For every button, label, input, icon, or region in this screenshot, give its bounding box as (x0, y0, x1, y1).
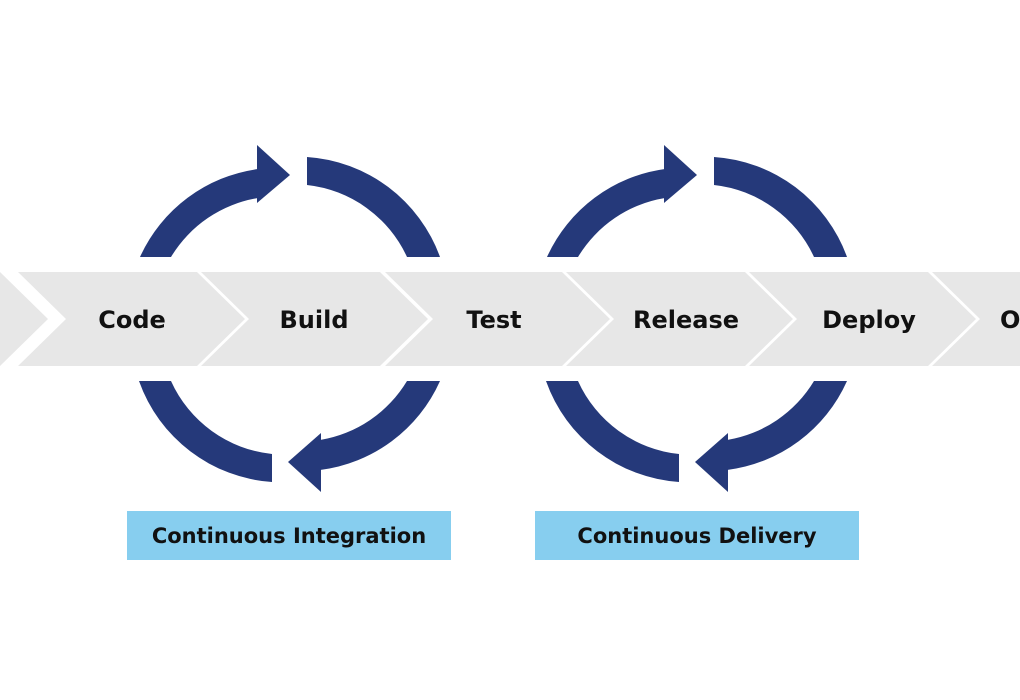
stage-chevron-2 (201, 272, 428, 366)
circular-arrows-icon (546, 145, 847, 492)
stage-chevron-1 (18, 272, 245, 366)
phase-box-background (127, 511, 451, 560)
stage-chevron-3 (385, 272, 610, 366)
circular-arrows-icon (139, 145, 440, 492)
cycle-arrowhead-bottom (288, 433, 321, 492)
stage-chevron-6 (932, 272, 1020, 366)
cycle-arc-bottom-left (139, 381, 272, 482)
stage-chevron-0 (0, 272, 48, 366)
stage-label-deploy: Deploy (822, 306, 916, 334)
stage-label-release: Release (633, 306, 739, 334)
phase-box-continuous-integration: Continuous Integration (127, 511, 451, 560)
stage-label-build: Build (279, 306, 348, 334)
cycle-arc-top-left (547, 169, 665, 257)
stage-label-test: Test (466, 306, 521, 334)
cycle-arc-bottom-right (320, 381, 440, 470)
stage-chevron-4 (566, 272, 793, 366)
phase-label: Continuous Delivery (577, 524, 816, 548)
cycle-arc-bottom-left (546, 381, 679, 482)
cycle-arc-bottom-right (727, 381, 847, 470)
cycle-arrowhead-bottom (695, 433, 728, 492)
stage-label-code: Code (98, 306, 166, 334)
phase-box-continuous-delivery: Continuous Delivery (535, 511, 859, 560)
cycle-arrowhead-top (664, 145, 697, 203)
cycle-arrowhead-top (257, 145, 290, 203)
phase-box-background (535, 511, 859, 560)
pipeline-band (0, 272, 1020, 366)
stage-chevron-5 (749, 272, 976, 366)
stage-label-partial: O (1000, 306, 1020, 334)
phase-label: Continuous Integration (152, 524, 426, 548)
cycle-arc-top-right (307, 157, 440, 257)
cycle-arc-top-right (714, 157, 847, 257)
cycle-arc-top-left (140, 169, 258, 257)
